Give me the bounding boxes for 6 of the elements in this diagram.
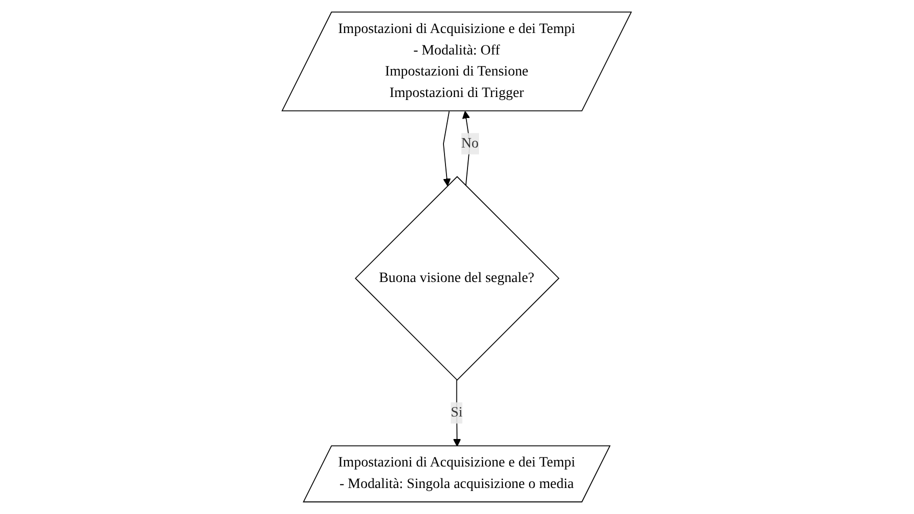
edge-label: Si (451, 404, 463, 420)
flowchart: Impostazioni di Acquisizione e dei Tempi - Modalità: Off Impostazioni di Tensione Impostazioni di Trigger No Buona visione del segnale? Si Impostazioni di Acquisizione e dei Tempi - Modalità: Singola acquisizione o media (275, 5, 639, 509)
arrow (453, 380, 462, 447)
edge-label: No (462, 136, 479, 151)
arrow (443, 110, 452, 186)
node-diamond (355, 176, 560, 381)
